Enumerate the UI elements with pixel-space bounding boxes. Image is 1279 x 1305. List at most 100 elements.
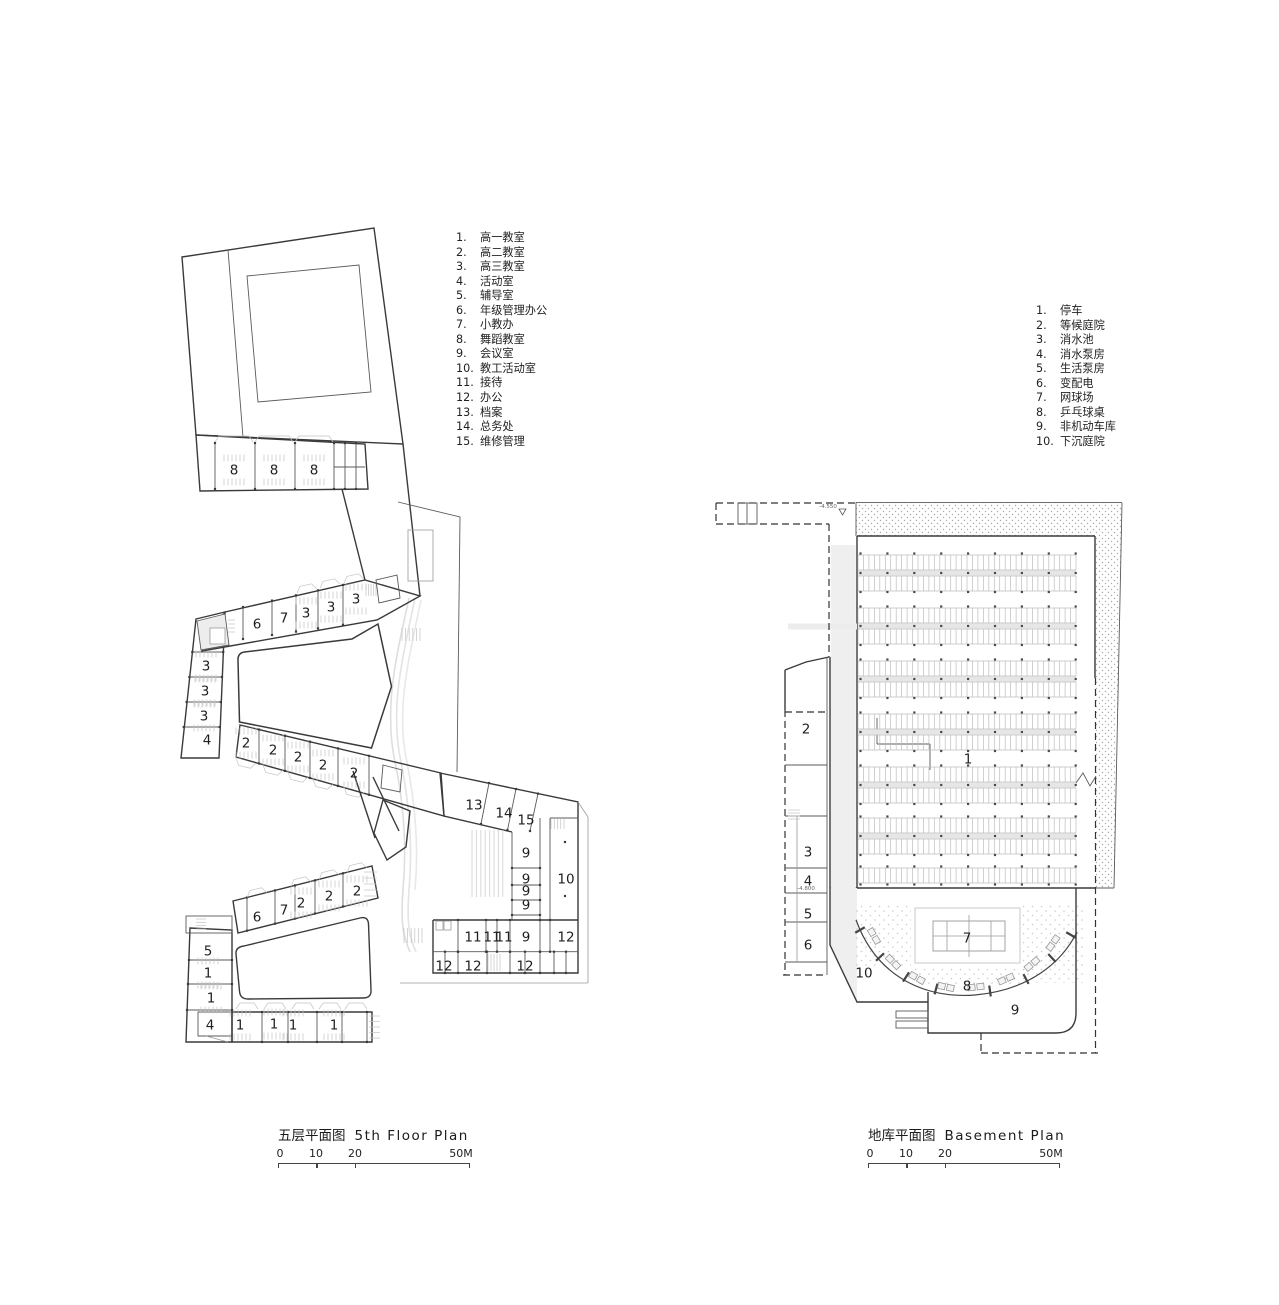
legend-item-number: 1.: [456, 231, 467, 244]
room-number-label: 2: [242, 736, 251, 752]
fifth-floor-title-en: 5th Floor Plan: [354, 1128, 469, 1144]
legend-item: 8. 舞蹈教室: [456, 333, 547, 348]
legend-item: 7.网球场: [1036, 391, 1116, 406]
legend-item: 4.活动室: [456, 275, 547, 290]
room-number-label: 4: [206, 1018, 215, 1034]
legend-item: 9.会议室: [456, 347, 547, 362]
legend-item-number: 6.: [1036, 376, 1047, 390]
legend-item: 5.辅导室: [456, 289, 547, 304]
room-number-label: 1: [236, 1018, 245, 1034]
room-number-label: 6: [253, 617, 262, 633]
legend-item: 3.高三教室: [456, 260, 547, 275]
room-number-label: 8: [310, 463, 319, 479]
room-number-label: 3: [327, 600, 336, 616]
elevation-mark: -4.800: [797, 886, 815, 892]
room-number-label: 15: [517, 813, 534, 829]
scale-tick-20: 20: [938, 1147, 952, 1160]
room-number-label: 2: [297, 896, 306, 912]
legend-item-label: 活动室: [480, 274, 514, 288]
legend-item-label: 高二教室: [480, 245, 525, 259]
room-number-label: 10: [855, 966, 872, 982]
room-number-label: 8: [963, 979, 972, 995]
room-number-label: 1: [207, 991, 216, 1007]
room-number-label: 9: [522, 872, 531, 888]
room-number-label: 13: [465, 798, 482, 814]
room-number-label: 9: [522, 846, 531, 862]
legend-item-number: 3.: [1036, 333, 1047, 347]
legend-item-label: 辅导室: [480, 289, 514, 303]
legend-item-label: 档案: [480, 405, 503, 419]
room-number-label: 2: [319, 758, 328, 774]
legend-item-label: 舞蹈教室: [480, 332, 525, 346]
room-number-label: 12: [435, 959, 452, 975]
scale-tick-50: 50M: [1039, 1147, 1063, 1160]
room-number-label: 2: [350, 766, 359, 782]
scale-tick-10: 10: [309, 1147, 323, 1160]
scale-tick-20: 20: [348, 1147, 362, 1160]
room-number-label: 1: [964, 752, 973, 768]
legend-item: 6. 年级管理办公: [456, 304, 547, 319]
room-number-label: 7: [280, 903, 289, 919]
legend-item: 6. 变配电: [1036, 377, 1116, 392]
legend-item-number: 8.: [1036, 405, 1047, 419]
room-number-label: 8: [230, 463, 239, 479]
legend-item-number: 7.: [456, 318, 467, 332]
scale-bar-line: [868, 1163, 1060, 1164]
legend-item-number: 2.: [1036, 318, 1047, 332]
legend-item-number: 8.: [456, 332, 467, 346]
basement-title-en: Basement Plan: [944, 1128, 1066, 1144]
legend-item-number: 4.: [1036, 347, 1047, 361]
legend-item-number: 9.: [456, 347, 467, 361]
legend-item-number: 6.: [456, 303, 467, 317]
legend-item-label: 等候庭院: [1060, 318, 1105, 332]
basement-plan-drawing: [715, 502, 1123, 1054]
legend-item: 9.非机动车库: [1036, 420, 1116, 435]
scale-tick-50: 50M: [449, 1147, 473, 1160]
legend-item-label: 消水泵房: [1060, 347, 1105, 361]
legend-item-label: 维修管理: [480, 434, 525, 448]
legend-item-number: 5.: [1036, 362, 1047, 376]
legend-item: 8.乒乓球桌: [1036, 406, 1116, 421]
legend-item: 3.消水池: [1036, 333, 1116, 348]
legend-item-label: 教工活动室: [480, 361, 536, 375]
legend-item-number: 2.: [456, 245, 467, 259]
room-number-label: 11: [464, 930, 481, 946]
room-number-label: 1: [330, 1018, 339, 1034]
legend-item-label: 变配电: [1060, 376, 1094, 390]
legend-item-number: 13.: [456, 405, 474, 419]
legend-item-number: 15.: [456, 434, 474, 448]
scale-bar-line: [278, 1163, 470, 1164]
scale-tick-0: 0: [866, 1147, 874, 1160]
fifth-floor-plan-drawing: [180, 227, 589, 1044]
room-number-label: 9: [522, 884, 531, 900]
legend-item: 15. 维修管理: [456, 435, 547, 450]
legend-item-number: 9.: [1036, 420, 1047, 434]
legend-item-label: 接待: [480, 376, 503, 390]
room-number-label: 6: [804, 938, 813, 954]
scale-bar-basement: 0 10 20 50M: [866, 1147, 1063, 1171]
room-number-label: 3: [201, 684, 210, 700]
legend-item-label: 网球场: [1060, 391, 1094, 405]
legend-item-label: 年级管理办公: [480, 303, 548, 317]
legend-item: 1. 停车: [1036, 304, 1116, 319]
legend-item-number: 11.: [456, 376, 474, 390]
legend-item: 13. 档案: [456, 406, 547, 421]
room-number-label: 2: [269, 743, 278, 759]
legend-item-number: 10.: [1036, 434, 1054, 448]
room-number-label: 3: [352, 592, 361, 608]
room-number-label: 2: [325, 889, 334, 905]
legend-item-number: 1.: [1036, 304, 1047, 317]
legend-item-label: 停车: [1060, 304, 1083, 317]
legend-item: 7.小教办: [456, 318, 547, 333]
scale-tick-0: 0: [276, 1147, 284, 1160]
legend-item-number: 14.: [456, 420, 474, 434]
legend-item-label: 下沉庭院: [1060, 434, 1105, 448]
legend-item: 10.教工活动室: [456, 362, 547, 377]
room-number-label: 2: [294, 750, 303, 766]
